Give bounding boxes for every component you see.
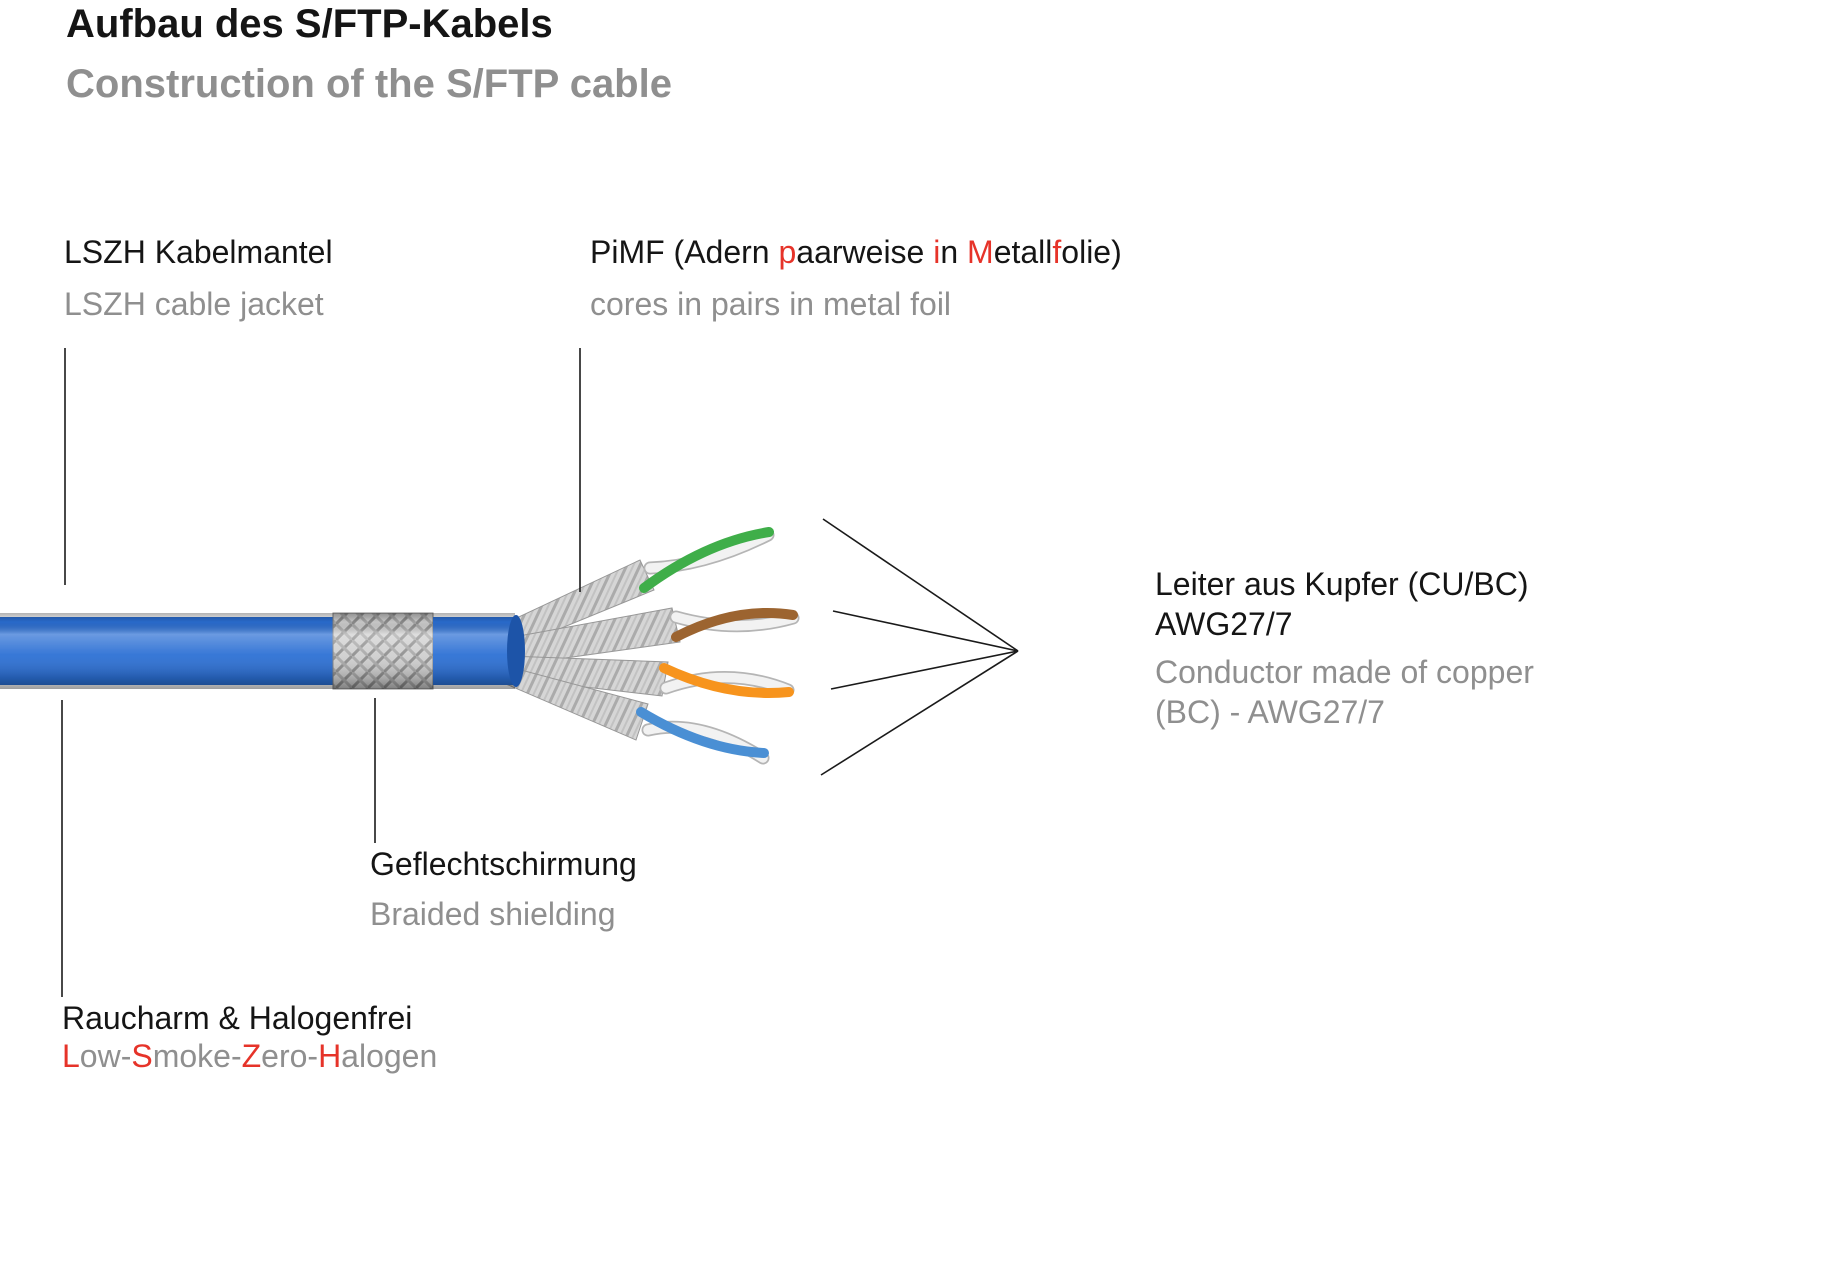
leader-lines (61, 348, 1019, 997)
twisted-pair-brown (669, 608, 800, 642)
foil-tubes (505, 559, 681, 741)
lszh-label-en: Low-Smoke-Zero-Halogen (62, 1038, 438, 1074)
leader-line-conductor-2 (832, 610, 1019, 652)
leader-line-conductor-4 (820, 650, 1019, 776)
jacket-label-de: LSZH Kabelmantel (64, 234, 333, 270)
cable-cut-end (507, 615, 525, 687)
page-title: Aufbau des S/FTP-Kabels (66, 2, 553, 46)
twisted-pair-orange (659, 663, 795, 698)
pimf-label-de: PiMF (Adern paarweise in Metallfolie) (590, 234, 1122, 270)
conductor-label-de-line2: AWG27/7 (1155, 606, 1293, 642)
pimf-label-en: cores in pairs in metal foil (590, 286, 952, 322)
conductor-label-de-line1: Leiter aus Kupfer (CU/BC) (1155, 566, 1529, 602)
page-subtitle: Construction of the S/FTP cable (66, 62, 672, 106)
lszh-label-de: Raucharm & Halogenfrei (62, 1000, 413, 1036)
braid-label-de: Geflechtschirmung (370, 846, 637, 882)
jacket-label-en: LSZH cable jacket (64, 286, 324, 322)
conductor-label-en-line1: Conductor made of copper (1155, 654, 1534, 690)
cable-body (0, 612, 525, 690)
twisted-pair-green (639, 527, 775, 593)
leader-line-conductor-3 (830, 650, 1019, 690)
braid-label-en: Braided shielding (370, 896, 616, 932)
conductor-label-en-line2: (BC) - AWG27/7 (1155, 694, 1385, 730)
twisted-pair-blue (636, 707, 770, 765)
leader-line-conductor-1 (822, 518, 1019, 652)
cable-shading-overlay (0, 613, 515, 689)
